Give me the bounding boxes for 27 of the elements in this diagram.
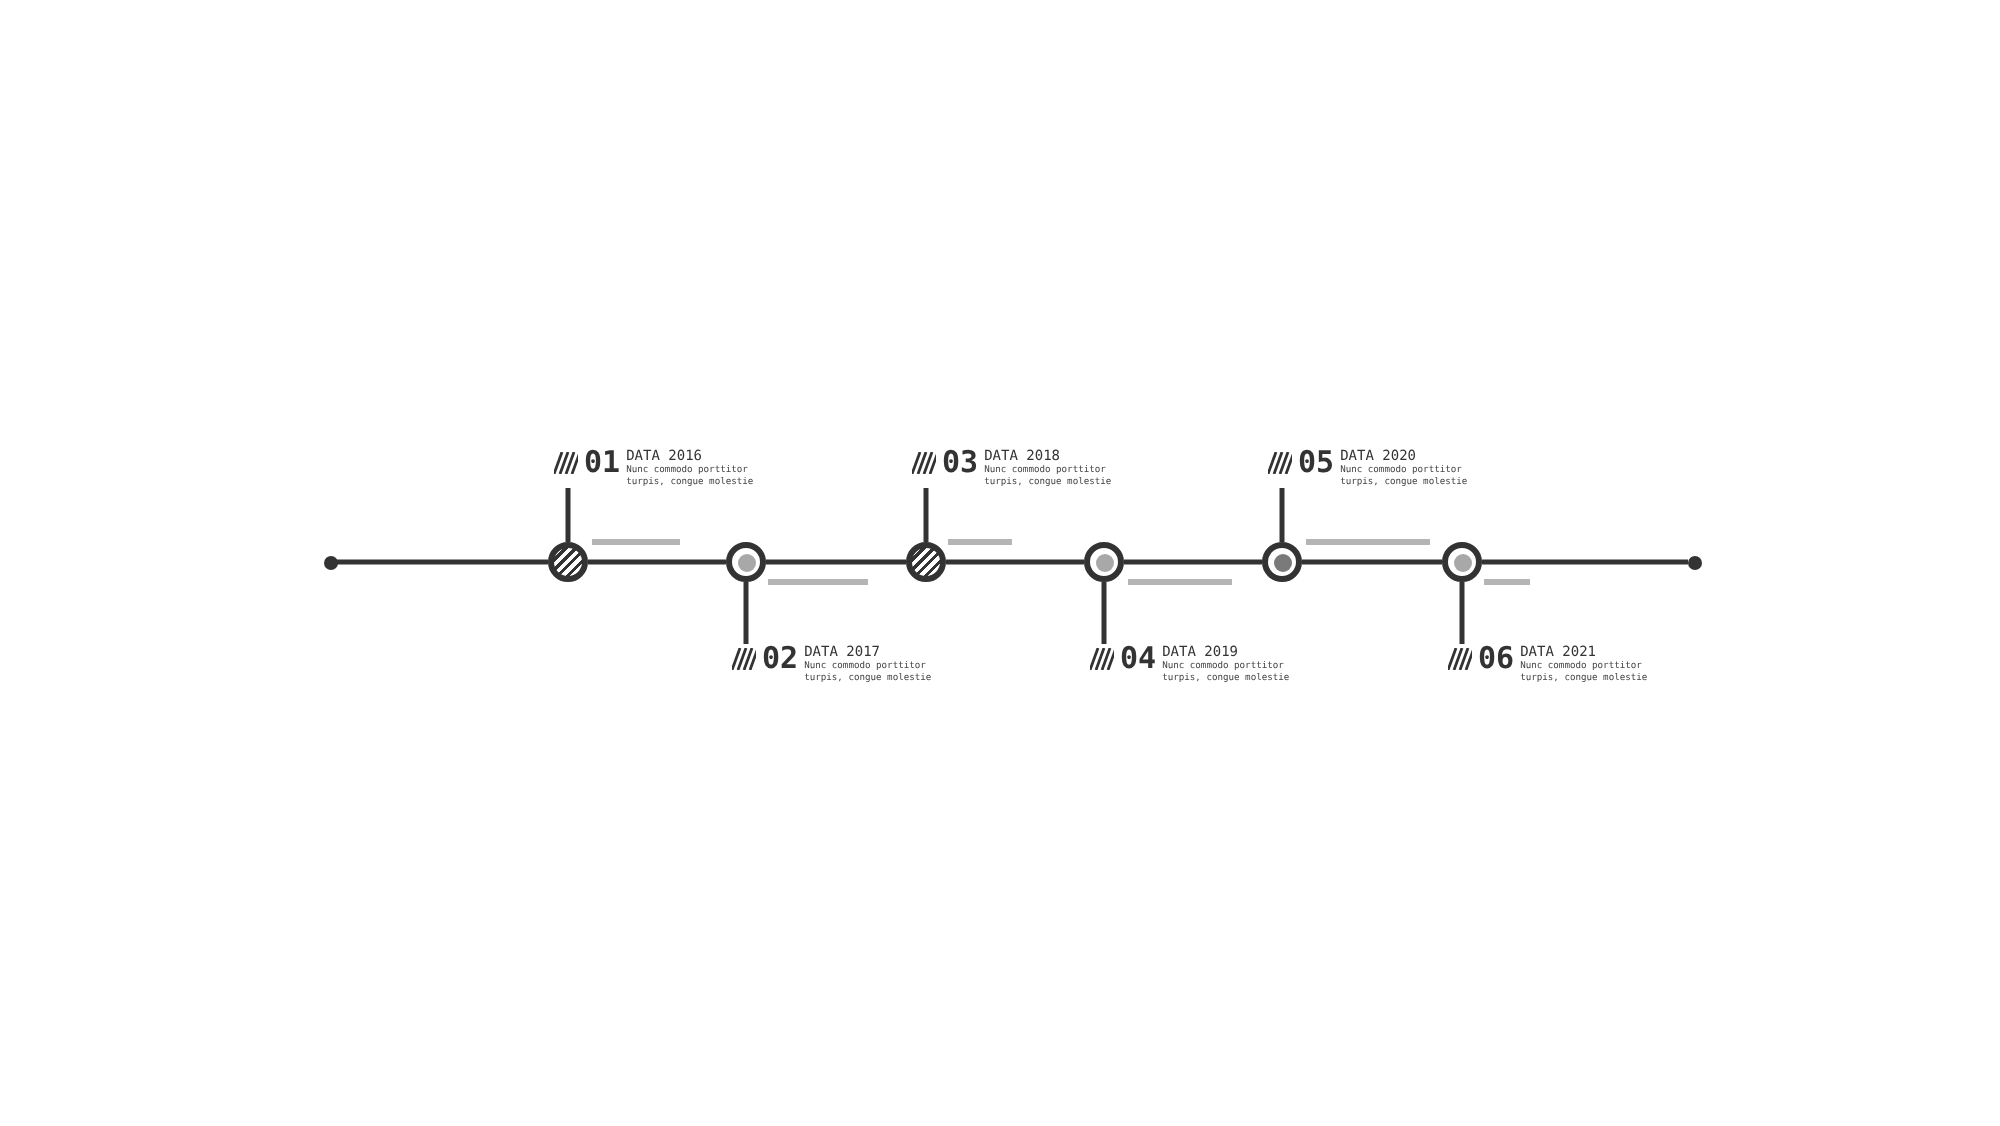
connector-line — [1101, 582, 1107, 644]
connector-line — [336, 559, 548, 565]
connector-line — [588, 559, 726, 565]
connector-line — [946, 559, 1084, 565]
connector-line — [743, 582, 749, 644]
connector-line — [1279, 488, 1285, 542]
milestone-circle — [726, 542, 766, 582]
milestone-circle — [1084, 542, 1124, 582]
step-number: 01 — [584, 448, 621, 478]
connector-line — [923, 488, 929, 542]
end-dot — [323, 555, 337, 569]
hatched-milestone-circle — [548, 542, 588, 582]
connector-line — [1459, 582, 1465, 644]
hatched-milestone-circle — [906, 542, 946, 582]
connector-line — [1124, 559, 1262, 565]
step-number: 06 — [1478, 644, 1515, 674]
connector-line — [766, 559, 906, 565]
step-number: 03 — [942, 448, 979, 478]
step-number: 05 — [1298, 448, 1335, 478]
step-number: 04 — [1120, 644, 1157, 674]
connector-line — [1302, 559, 1442, 565]
connector-line — [1482, 559, 1688, 565]
connector-line — [565, 488, 571, 542]
milestone-circle — [1262, 542, 1302, 582]
milestone-circle — [1442, 542, 1482, 582]
end-dot — [1687, 555, 1701, 569]
step-number: 02 — [762, 644, 799, 674]
